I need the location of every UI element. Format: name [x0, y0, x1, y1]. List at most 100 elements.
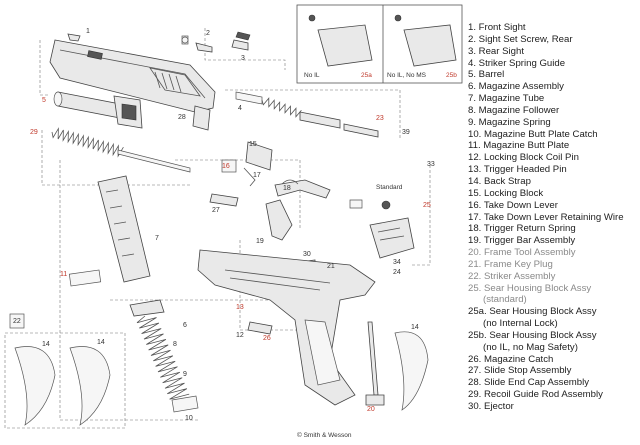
callout-14-right: 14 [411, 324, 419, 331]
legend-item: 26. Magazine Catch [468, 354, 638, 366]
legend-item: (no Internal Lock) [468, 318, 638, 330]
legend-item: 7. Magazine Tube [468, 93, 638, 105]
legend-item: 30. Ejector [468, 401, 638, 413]
legend-item: 5. Barrel [468, 69, 638, 81]
legend-item: 2. Sight Set Screw, Rear [468, 34, 638, 46]
callout-3: 3 [241, 55, 245, 62]
legend-item-text: 15. Locking Block [468, 187, 544, 199]
callout-labels: 1 2 3 4 5 6 7 8 9 10 11 12 13 14 14 14 1… [13, 28, 457, 422]
legend-item: 19. Trigger Bar Assembly [468, 235, 638, 247]
legend-item-text: (no Internal Lock) [483, 318, 558, 330]
legend-item-text: 5. Barrel [468, 69, 505, 81]
legend-item: (standard) [468, 294, 638, 306]
legend-item-text: 12. Locking Block Coil Pin [468, 152, 579, 164]
legend-item-text: 16. Take Down Lever [468, 199, 558, 211]
legend-item-text: (standard) [483, 294, 527, 306]
callout-19: 19 [256, 238, 264, 245]
legend-item: 3. Rear Sight [468, 46, 638, 58]
legend-item: 11. Magazine Butt Plate [468, 140, 638, 152]
legend-item: 1. Front Sight [468, 22, 638, 34]
callout-21: 21 [327, 263, 335, 270]
legend-item: 16. Take Down Lever [468, 200, 638, 212]
callout-34: 34 [393, 259, 401, 266]
callout-39: 39 [402, 129, 410, 136]
legend-item: 28. Slide End Cap Assembly [468, 377, 638, 389]
legend-item-text: 27. Slide Stop Assembly [468, 365, 572, 377]
magazine-catch-part [247, 321, 273, 335]
legend-item: 17. Take Down Lever Retaining Wire [468, 212, 638, 224]
legend-item-text: 25a. Sear Housing Block Assy [468, 306, 597, 318]
callout-26: 26 [263, 335, 271, 342]
sear-housing-part [349, 199, 415, 259]
callout-6: 6 [183, 322, 187, 329]
legend-item: 15. Locking Block [468, 188, 638, 200]
magazine-part [68, 175, 151, 287]
callout-14-left: 14 [42, 341, 50, 348]
legend-item: (no IL, no Mag Safety) [468, 342, 638, 354]
legend-item: 8. Magazine Follower [468, 105, 638, 117]
legend-item-text: 9. Magazine Spring [468, 116, 551, 128]
callout-23: 23 [376, 115, 384, 122]
inset-label-standard: Standard [376, 184, 403, 191]
legend-item-text: 29. Recoil Guide Rod Assembly [468, 389, 603, 401]
recoil-spring-part [51, 127, 191, 173]
legend-item: 22. Striker Assembly [468, 271, 638, 283]
callout-20: 20 [367, 406, 375, 413]
frame-tool-part [365, 321, 385, 406]
legend-item-text: 21. Frame Key Plug [468, 258, 553, 270]
callout-1: 1 [86, 28, 90, 35]
callout-15: 15 [249, 141, 257, 148]
legend-item: 14. Back Strap [468, 176, 638, 188]
legend-item: 25. Sear Housing Block Assy [468, 283, 638, 295]
legend-item: 6. Magazine Assembly [468, 81, 638, 93]
legend-item-text: 25. Sear Housing Block Assy [468, 282, 592, 294]
callout-16: 16 [222, 163, 230, 170]
legend-item: 27. Slide Stop Assembly [468, 365, 638, 377]
sear-housing-insets [296, 4, 463, 84]
legend-item-text: 1. Front Sight [468, 22, 526, 33]
inset-label-25b: 25b [446, 72, 457, 79]
callout-30: 30 [303, 251, 311, 258]
legend-item-text: 30. Ejector [468, 401, 514, 412]
legend-item-text: 14. Back Strap [468, 175, 531, 187]
callout-14-middle: 14 [97, 339, 105, 346]
legend-item-text: (no IL, no Mag Safety) [483, 341, 578, 353]
callout-28: 28 [178, 114, 186, 121]
legend-item-text: 13. Trigger Headed Pin [468, 164, 567, 176]
legend-item-text: 19. Trigger Bar Assembly [468, 235, 576, 247]
copyright-notice: © Smith & Wesson [297, 432, 352, 439]
callout-4: 4 [238, 105, 242, 112]
callout-9: 9 [183, 371, 187, 378]
backstrap-right [394, 331, 429, 411]
callout-12: 12 [236, 332, 244, 339]
legend-item: 29. Recoil Guide Rod Assembly [468, 389, 638, 401]
callout-18: 18 [283, 185, 291, 192]
legend-item-text: 11. Magazine Butt Plate [468, 140, 570, 152]
locking-block-parts [209, 141, 273, 207]
legend-item-text: 17. Take Down Lever Retaining Wire [468, 211, 624, 223]
legend-item: 10. Magazine Butt Plate Catch [468, 129, 638, 141]
legend-item-text: 25b. Sear Housing Block Assy [468, 329, 597, 341]
legend-item-text: 10. Magazine Butt Plate Catch [468, 128, 598, 140]
callout-2: 2 [206, 30, 210, 37]
legend-item: 4. Striker Spring Guide [468, 58, 638, 70]
sight-parts [67, 31, 251, 53]
legend-item: 25b. Sear Housing Block Assy [468, 330, 638, 342]
inset-label-25a: 25a [361, 72, 372, 79]
callout-27: 27 [212, 207, 220, 214]
frame-part [197, 249, 376, 406]
legend-item-text: 26. Magazine Catch [468, 353, 554, 365]
callout-25: 25 [423, 202, 431, 209]
magazine-spring-part [129, 299, 199, 413]
legend-item: 21. Frame Key Plug [468, 259, 638, 271]
slide-part [49, 39, 216, 113]
legend-item: 12. Locking Block Coil Pin [468, 152, 638, 164]
exploded-view-drawing: 1 2 3 4 5 6 7 8 9 10 11 12 13 14 14 14 1… [4, 4, 463, 429]
backstrap-inset [4, 313, 126, 429]
trigger-parts [265, 179, 331, 271]
legend-item-text: 6. Magazine Assembly [468, 81, 564, 93]
legend-item-text: 3. Rear Sight [468, 45, 524, 57]
legend-item-text: 18. Trigger Return Spring [468, 223, 576, 235]
legend-item-text: 7. Magazine Tube [468, 93, 545, 105]
